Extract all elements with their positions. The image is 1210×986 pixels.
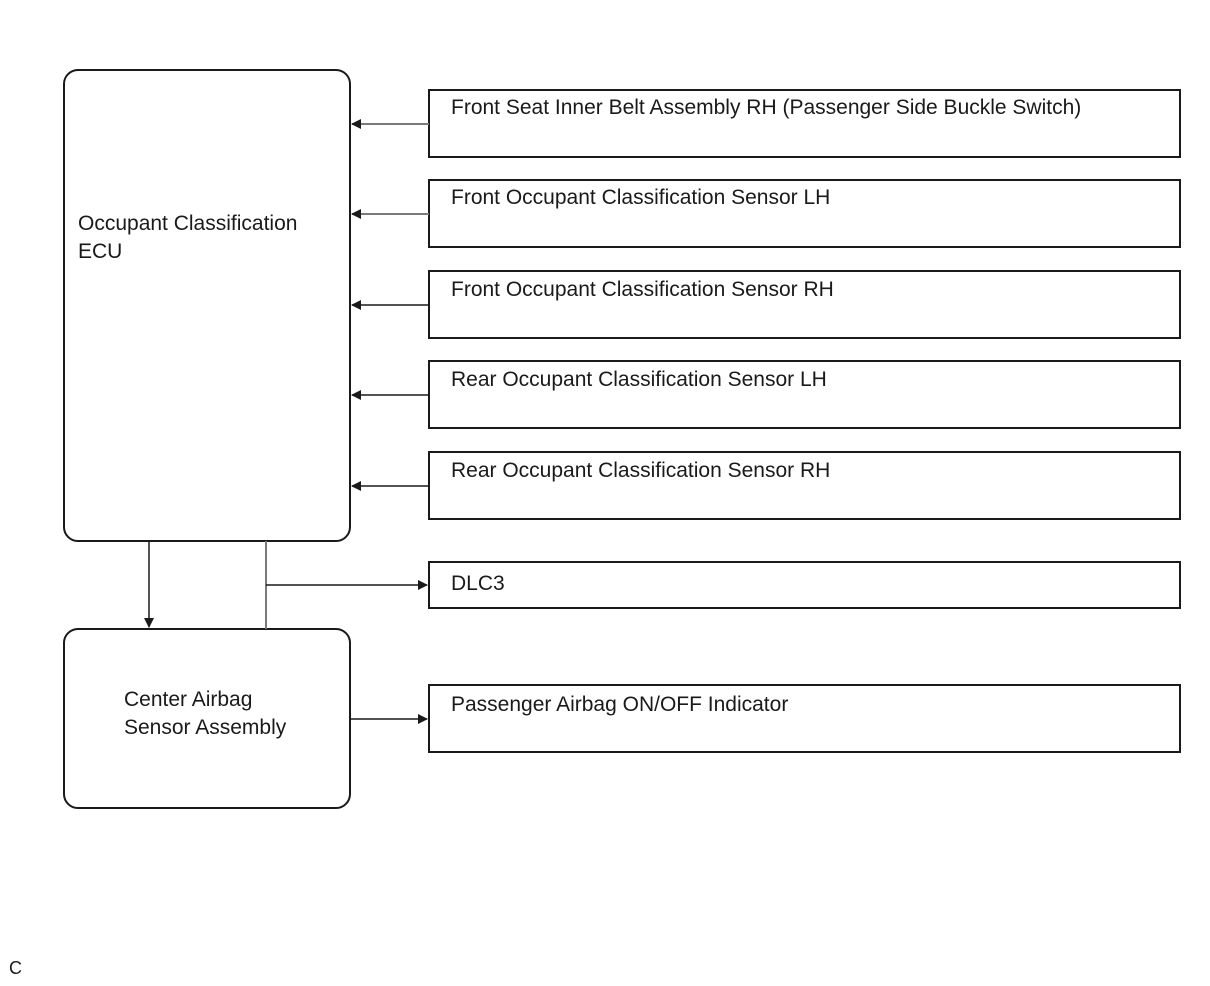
buckle-switch-label: Front Seat Inner Belt Assembly RH (Passe… (451, 96, 1082, 119)
ecu-label-line1: Occupant Classification (78, 212, 298, 235)
dlc3-label: DLC3 (451, 572, 505, 595)
figure-code: C (9, 958, 22, 978)
airbag-sensor-label-line2: Sensor Assembly (124, 716, 287, 739)
airbag-sensor-label: Center Airbag Sensor Assembly (124, 686, 344, 742)
front-sensor-rh-label: Front Occupant Classification Sensor RH (451, 278, 834, 301)
airbag-sensor-label-line1: Center Airbag (124, 688, 253, 711)
ecu-label: Occupant Classification ECU (78, 210, 338, 266)
ecu-label-line2: ECU (78, 240, 123, 263)
rear-sensor-lh-label: Rear Occupant Classification Sensor LH (451, 368, 827, 391)
rear-sensor-rh-label: Rear Occupant Classification Sensor RH (451, 459, 831, 482)
dlc3-box (428, 561, 1181, 609)
front-sensor-lh-label: Front Occupant Classification Sensor LH (451, 186, 831, 209)
indicator-box (428, 684, 1181, 753)
indicator-label: Passenger Airbag ON/OFF Indicator (451, 693, 789, 716)
ecu-box (63, 69, 351, 542)
